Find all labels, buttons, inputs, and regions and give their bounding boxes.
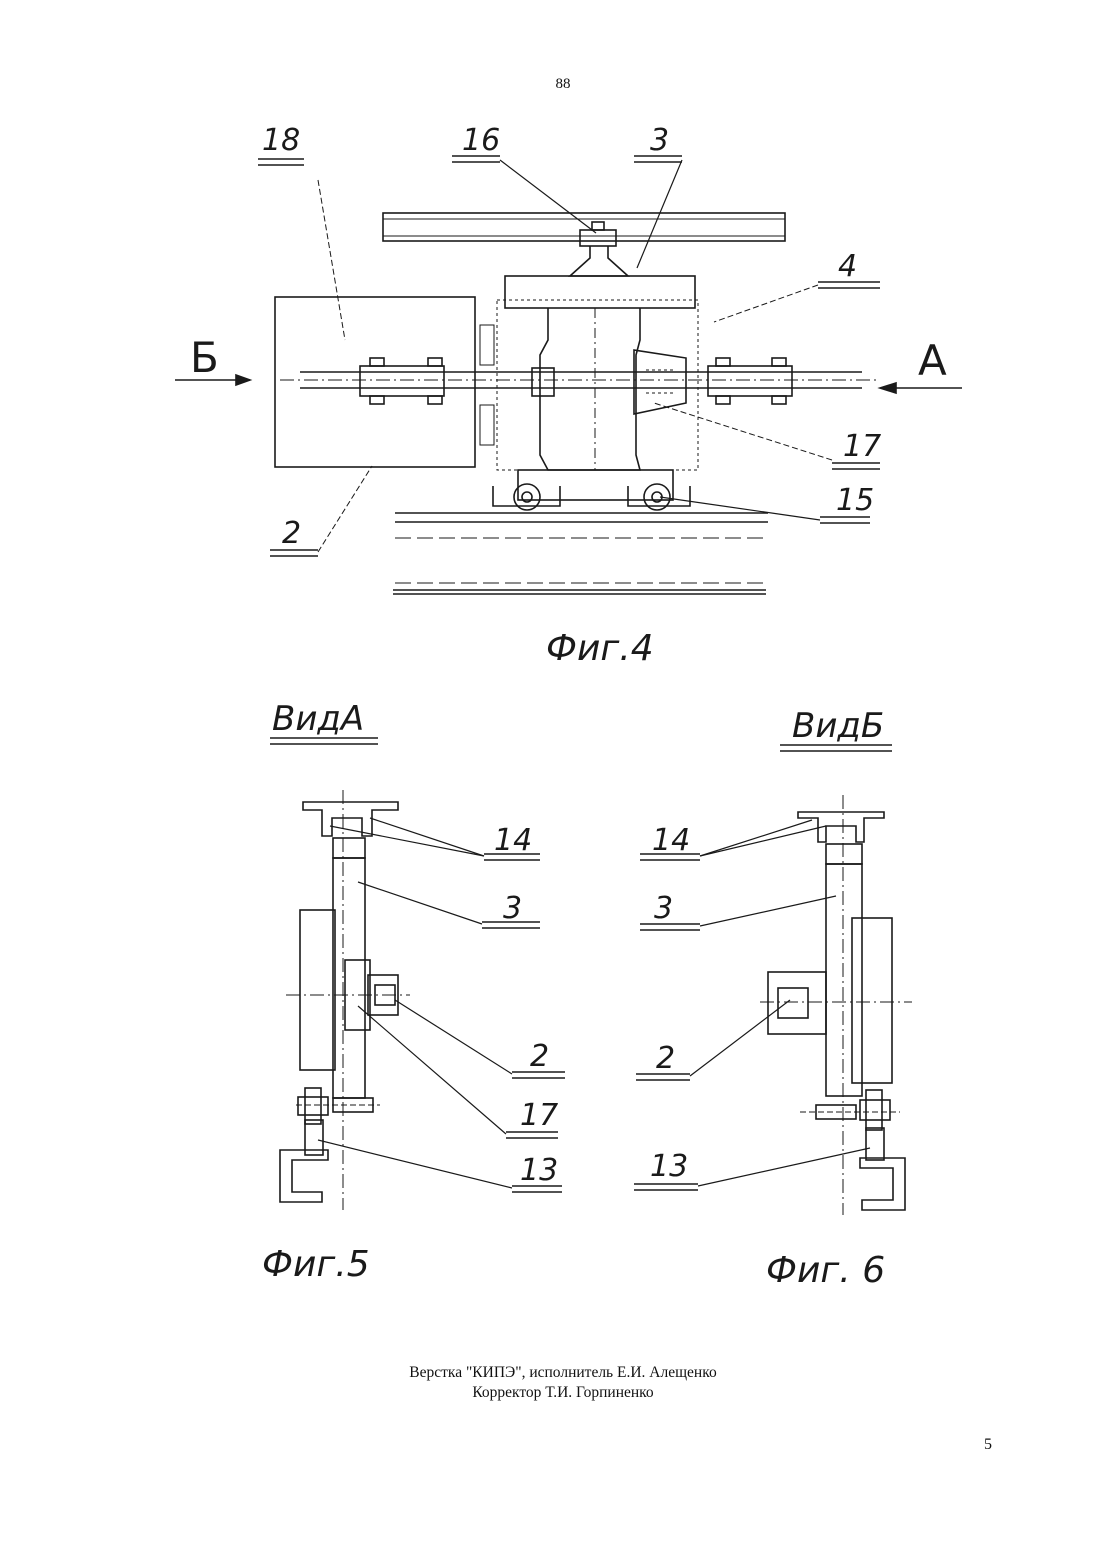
callout-13-fig6: 13 bbox=[650, 1149, 688, 1184]
callout-16: 16 bbox=[462, 123, 500, 158]
figure-5-drawing bbox=[270, 738, 565, 1210]
callout-2-fig6: 2 bbox=[656, 1041, 675, 1076]
callout-13-fig5: 13 bbox=[520, 1153, 558, 1188]
callout-15: 15 bbox=[836, 483, 874, 518]
view-arrow-a-label: А bbox=[918, 336, 947, 385]
top-profile-14-b bbox=[798, 812, 884, 842]
callout-14-fig6: 14 bbox=[652, 823, 690, 858]
coupling-left bbox=[360, 366, 444, 396]
bottom-profile-13-b bbox=[860, 1158, 905, 1210]
callout-14-fig5: 14 bbox=[494, 823, 532, 858]
top-profile-14 bbox=[303, 802, 398, 836]
credit-line-layout: Верстка "КИПЭ", исполнитель Е.И. Алещенк… bbox=[0, 1363, 1100, 1383]
callout-17-fig5: 17 bbox=[520, 1098, 558, 1133]
callout-18: 18 bbox=[262, 123, 300, 158]
callout-4: 4 bbox=[838, 249, 857, 284]
figure-6-drawing bbox=[634, 745, 912, 1215]
beam-top bbox=[505, 276, 695, 308]
module-18 bbox=[275, 297, 475, 467]
page-number-bottom: 5 bbox=[984, 1436, 992, 1454]
coupling-right bbox=[708, 366, 792, 396]
callout-2-fig4: 2 bbox=[282, 516, 301, 551]
view-arrow-b-label: Б bbox=[190, 333, 219, 382]
callout-3-fig5: 3 bbox=[503, 891, 522, 926]
column-3 bbox=[333, 858, 365, 1098]
callout-17-fig4: 17 bbox=[843, 429, 881, 464]
callout-3-fig6: 3 bbox=[654, 891, 673, 926]
caption-fig4: Фиг.4 bbox=[546, 628, 654, 669]
credit-line-proofreader: Корректор Т.И. Горпиненко bbox=[0, 1383, 1100, 1403]
credits-block: Верстка "КИПЭ", исполнитель Е.И. Алещенк… bbox=[0, 1363, 1100, 1403]
bottom-profile-13 bbox=[280, 1150, 328, 1202]
caption-fig6: Фиг. 6 bbox=[766, 1250, 885, 1291]
caption-fig5: Фиг.5 bbox=[262, 1244, 370, 1285]
column-body bbox=[540, 308, 640, 470]
title-view-a: ВидА bbox=[272, 699, 364, 739]
callout-3-fig4: 3 bbox=[650, 123, 669, 158]
trolley-16 bbox=[580, 230, 616, 246]
column-3-b bbox=[826, 864, 862, 1096]
callout-2-fig5: 2 bbox=[530, 1039, 549, 1074]
overhead-rail bbox=[383, 213, 785, 241]
title-view-b: ВидБ bbox=[792, 706, 884, 746]
